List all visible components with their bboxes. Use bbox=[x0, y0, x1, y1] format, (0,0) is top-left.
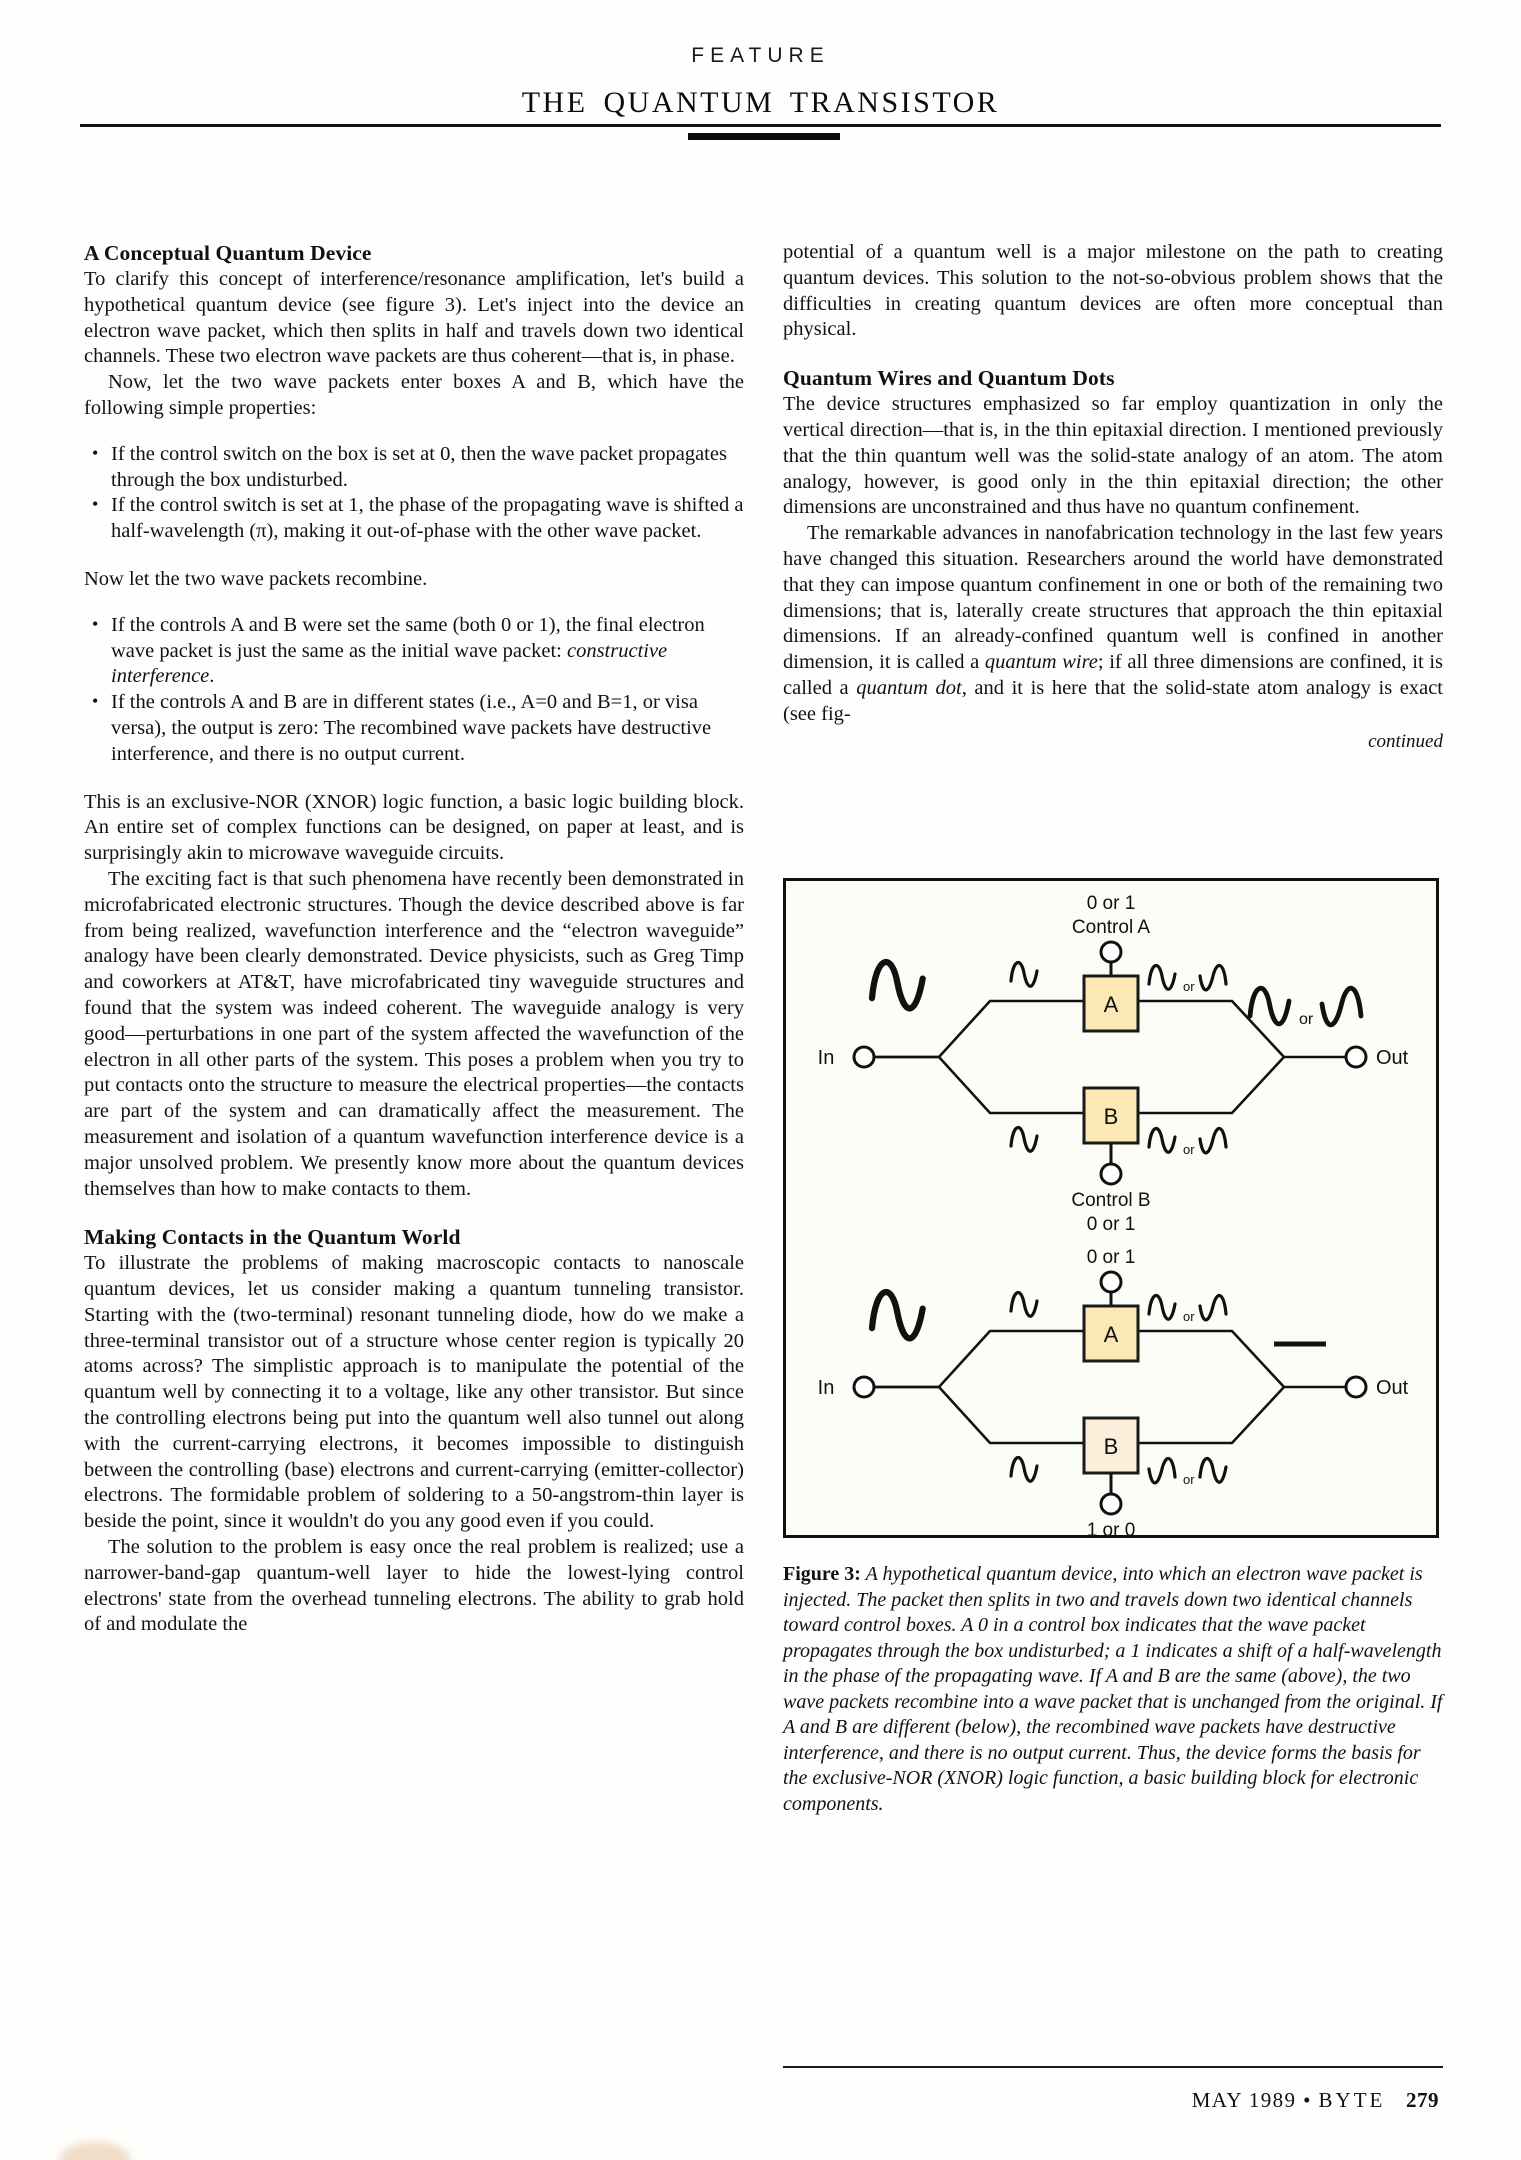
bottom-after-a-or: or bbox=[1183, 1309, 1195, 1324]
bullet-text-emphasis: constructive interference bbox=[111, 639, 668, 688]
paragraph-quantum-well-potential: potential of a quantum well is a major m… bbox=[783, 241, 1443, 341]
caption-rule bbox=[783, 2066, 1443, 2068]
top-control-b-label: Control B bbox=[1071, 1190, 1150, 1211]
figure-3-diagram: 0 or 1 Control A In bbox=[818, 893, 1409, 1535]
top-input-waveform bbox=[872, 962, 923, 1008]
bottom-in-terminal bbox=[852, 1375, 876, 1399]
footer-magazine: BYTE bbox=[1318, 2088, 1386, 2112]
section-heading-making-contacts: Making Contacts in the Quantum World bbox=[84, 1225, 461, 1250]
left-column: A Conceptual Quantum Device To clarify t… bbox=[84, 240, 744, 1638]
bottom-in-label: In bbox=[818, 1377, 835, 1399]
top-output-waveforms: or bbox=[1250, 988, 1361, 1028]
bottom-diagram: 0 or 1 In A B bbox=[818, 1247, 1409, 1535]
list-item: If the control switch on the box is set … bbox=[84, 441, 744, 494]
bottom-control-b-value: 1 or 0 bbox=[1087, 1520, 1136, 1535]
right-column: potential of a quantum well is a major m… bbox=[783, 240, 1443, 754]
section-heading-conceptual-quantum-device: A Conceptual Quantum Device bbox=[84, 241, 372, 265]
top-wires bbox=[874, 999, 1346, 1115]
bottom-upper-branch-waveform bbox=[1009, 1290, 1039, 1318]
top-upper-branch-waveform bbox=[1009, 960, 1039, 988]
top-control-a-label: Control A bbox=[1072, 917, 1150, 938]
top-out-label: Out bbox=[1376, 1047, 1409, 1069]
figure-caption-text: A hypothetical quantum device, into whic… bbox=[783, 1563, 1443, 1815]
paragraph-boxes-ab: Now, let the two wave packets enter boxe… bbox=[84, 371, 744, 419]
list-item: If the controls A and B are in different… bbox=[84, 689, 744, 767]
list-item: If the controls A and B were set the sam… bbox=[84, 612, 744, 690]
figure-3-box: 0 or 1 Control A In bbox=[783, 878, 1439, 1538]
bullet-list-interference-outcomes: If the controls A and B were set the sam… bbox=[84, 612, 744, 768]
para-text-mid: ; if all three dimensions are confined, … bbox=[783, 651, 1443, 699]
bottom-after-b-waveforms: or bbox=[1147, 1456, 1228, 1487]
top-after-b-or: or bbox=[1183, 1142, 1195, 1157]
paragraph-solution: The solution to the problem is easy once… bbox=[84, 1536, 744, 1636]
paragraph-xnor: This is an exclusive-NOR (XNOR) logic fu… bbox=[84, 790, 744, 865]
bottom-control-a-terminal bbox=[1099, 1270, 1123, 1294]
bottom-after-a-waveforms: or bbox=[1147, 1293, 1228, 1324]
page-footer: MAY 1989 • BYTE 279 bbox=[1192, 2088, 1439, 2113]
footer-page-number: 279 bbox=[1406, 2088, 1439, 2112]
top-diagram: 0 or 1 Control A In bbox=[818, 893, 1409, 1235]
bullet-text-post: . bbox=[209, 665, 215, 688]
section-heading-quantum-wires-dots: Quantum Wires and Quantum Dots bbox=[783, 366, 1115, 391]
list-item: If the control switch is set at 1, the p… bbox=[84, 492, 744, 545]
bottom-control-a-value: 0 or 1 bbox=[1087, 1247, 1136, 1268]
bottom-after-b-or: or bbox=[1183, 1472, 1195, 1487]
top-after-a-or: or bbox=[1183, 979, 1195, 994]
bottom-box-b-label: B bbox=[1104, 1434, 1119, 1459]
top-in-label: In bbox=[818, 1047, 835, 1069]
paragraph-intro: To clarify this concept of interference/… bbox=[84, 268, 744, 368]
bullet-list-switch-properties: If the control switch on the box is set … bbox=[84, 441, 744, 545]
top-after-a-waveforms: or bbox=[1147, 963, 1228, 994]
top-output-or: or bbox=[1299, 1011, 1314, 1028]
top-in-terminal bbox=[852, 1045, 876, 1069]
top-after-b-waveforms: or bbox=[1147, 1126, 1228, 1157]
term-quantum-dot: quantum dot bbox=[856, 676, 962, 699]
bottom-wires bbox=[874, 1329, 1346, 1445]
paragraph-tunneling-transistor: To illustrate the problems of making mac… bbox=[84, 1252, 744, 1533]
footer-date: MAY 1989 bbox=[1191, 2088, 1297, 2112]
bullet-text-pre: If the controls A and B were set the sam… bbox=[111, 613, 705, 662]
top-control-box-b[interactable] bbox=[1082, 1086, 1140, 1145]
figure-caption: Figure 3: A hypothetical quantum device,… bbox=[783, 1562, 1443, 1817]
para-text-pre: The remarkable advances in nanofabricati… bbox=[783, 522, 1443, 674]
top-out-terminal bbox=[1344, 1045, 1368, 1069]
top-lower-branch-waveform bbox=[1009, 1125, 1039, 1153]
top-control-box-a[interactable] bbox=[1082, 974, 1140, 1033]
paragraph-demonstrations: The exciting fact is that such phenomena… bbox=[84, 867, 744, 1200]
bottom-lower-branch-waveform bbox=[1009, 1455, 1039, 1483]
paragraph-nanofabrication: The remarkable advances in nanofabricati… bbox=[783, 521, 1443, 727]
article-title: THE QUANTUM TRANSISTOR bbox=[521, 86, 1000, 119]
bottom-box-a-label: A bbox=[1104, 1322, 1119, 1347]
top-control-a-terminal bbox=[1099, 940, 1123, 964]
top-control-b-value: 0 or 1 bbox=[1087, 1214, 1136, 1235]
bottom-control-box-a[interactable] bbox=[1082, 1304, 1140, 1363]
header-rule bbox=[80, 124, 1441, 127]
bottom-input-waveform bbox=[872, 1292, 923, 1338]
paragraph-vertical-quantization: The device structures emphasized so far … bbox=[783, 393, 1443, 519]
top-control-b-terminal bbox=[1099, 1162, 1123, 1186]
header-accent-bar bbox=[688, 133, 840, 140]
bottom-control-box-b[interactable] bbox=[1082, 1416, 1140, 1475]
bottom-out-terminal bbox=[1344, 1375, 1368, 1399]
masthead: FEATURE THE QUANTUM TRANSISTOR bbox=[0, 44, 1521, 120]
paragraph-recombine: Now let the two wave packets recombine. bbox=[84, 567, 428, 590]
top-box-a-label: A bbox=[1104, 992, 1119, 1017]
feature-kicker: FEATURE bbox=[691, 44, 830, 67]
scan-artifact bbox=[60, 2142, 130, 2160]
figure-caption-label: Figure 3: bbox=[783, 1563, 861, 1585]
term-quantum-wire: quantum wire bbox=[984, 651, 1098, 674]
top-control-a-value: 0 or 1 bbox=[1087, 893, 1136, 914]
bottom-control-b-terminal bbox=[1099, 1492, 1123, 1516]
continued-marker: continued bbox=[1368, 730, 1443, 752]
para-text-post: , and it is here that the solid-state at… bbox=[783, 676, 1443, 725]
bottom-out-label: Out bbox=[1376, 1377, 1409, 1399]
footer-separator: • bbox=[1303, 2088, 1312, 2112]
top-box-b-label: B bbox=[1104, 1104, 1119, 1129]
